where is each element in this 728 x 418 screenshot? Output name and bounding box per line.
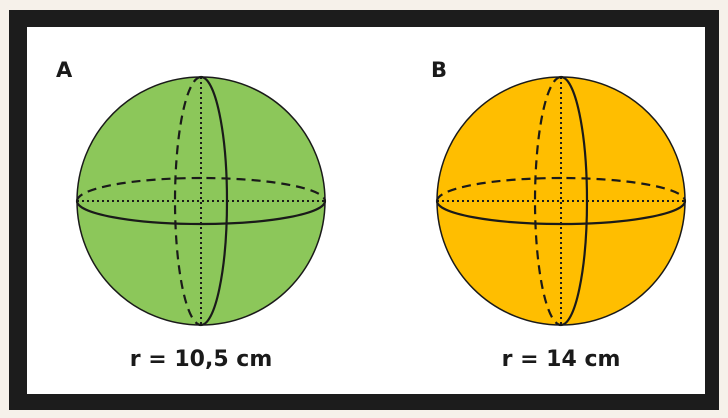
sphere-a-meridian-back [173, 75, 202, 327]
sphere-b [435, 75, 687, 327]
sphere-b-label: B [431, 58, 448, 82]
spheres-diagram [75, 75, 687, 327]
sphere-a-radius-label: r = 10,5 cm [129, 347, 273, 372]
sphere-b-radius-label: r = 14 cm [501, 347, 621, 372]
sphere-a-equator-back [75, 176, 327, 202]
sphere-b-equator-back [435, 176, 687, 202]
sphere-a [75, 75, 327, 327]
sphere-b-meridian-back [533, 75, 562, 327]
diagram-panel: A B r = 10,5 cm r = 14 cm [27, 27, 705, 394]
diagram-frame: A B r = 10,5 cm r = 14 cm [9, 10, 719, 410]
sphere-a-label: A [56, 58, 73, 82]
